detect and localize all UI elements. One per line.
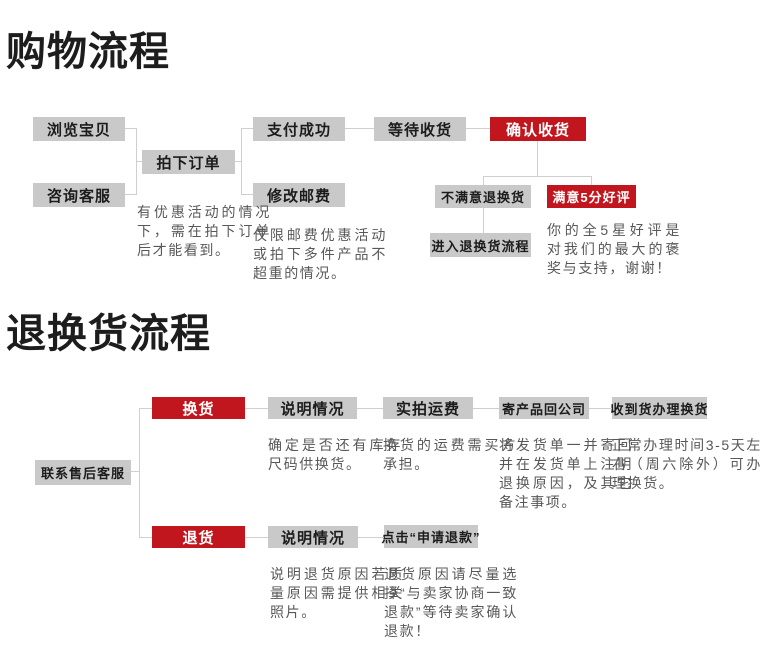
connector-line	[245, 537, 268, 538]
connector-line	[345, 128, 374, 129]
step-satisfied-praise: 满意5分好评	[547, 185, 636, 208]
step-apply-refund: 点击“申请退款”	[382, 525, 480, 548]
connector-line	[466, 128, 490, 129]
connector-line	[357, 408, 383, 409]
connector-line	[136, 161, 142, 162]
connector-line	[591, 176, 592, 185]
step-shipping-fee: 实拍运费	[383, 397, 473, 419]
step-place-order: 拍下订单	[142, 150, 235, 174]
connector-line	[358, 537, 384, 538]
connector-line	[483, 208, 484, 233]
step-payment-success: 支付成功	[253, 117, 345, 141]
connector-line	[473, 408, 499, 409]
step-return-goods: 退货	[152, 526, 245, 548]
connector-line	[123, 471, 139, 472]
step-wait-delivery: 等待收货	[374, 117, 466, 141]
step-enter-return-flow: 进入退换货流程	[430, 233, 531, 257]
shopping-flow-title: 购物流程	[6, 30, 170, 74]
connector-line	[483, 176, 484, 185]
connector-line	[483, 176, 592, 177]
step-consult-service: 咨询客服	[33, 183, 125, 207]
connector-line	[125, 128, 137, 129]
connector-line	[139, 408, 140, 538]
connector-line	[139, 408, 152, 409]
step-send-back: 寄产品回公司	[499, 397, 589, 419]
note-return-reason-photo: 说明退货原因若质量原因需提供相关照片。	[270, 566, 404, 620]
connector-line	[125, 194, 137, 195]
connector-line	[235, 161, 242, 162]
connector-line	[537, 141, 538, 176]
note-stock-check: 确定是否还有库存尺码供换货。	[268, 437, 402, 472]
connector-line	[589, 408, 612, 409]
step-modify-postage: 修改邮费	[253, 183, 345, 207]
connector-line	[139, 537, 152, 538]
step-explain-return: 说明情况	[268, 526, 358, 548]
note-five-star-praise: 你的全5星好评是对我们的最大的褒奖与支持，谢谢！	[547, 222, 681, 276]
note-buyer-pays-shipping: 换货的运费需买方承担。	[383, 437, 517, 472]
step-exchange: 换货	[152, 397, 245, 419]
step-receive-handle: 收到货办理换货	[611, 397, 708, 419]
step-unsatisfied-return: 不满意退换货	[435, 185, 531, 208]
step-contact-aftersales: 联系售后客服	[35, 460, 131, 485]
note-processing-time: 正常办理时间3-5天左右（周六除外）可办理换货。	[612, 437, 762, 491]
connector-line	[241, 128, 253, 129]
note-send-back-detail: 将发货单一并寄回并在发货单上注明退换原因，及其它备注事项。	[499, 437, 633, 510]
connector-line	[241, 128, 242, 195]
note-refund-option: 退货原因请尽量选择“与卖家协商一致退款”等待卖家确认退款！	[384, 566, 518, 639]
note-postage-limit: 仅限邮费优惠活动或拍下多件产品不超重的情况。	[253, 227, 387, 281]
step-browse-items: 浏览宝贝	[33, 117, 125, 141]
connector-line	[245, 408, 268, 409]
step-confirm-receipt: 确认收货	[490, 117, 586, 141]
note-order-discount: 有优惠活动的情况下，需在拍下订单后才能看到。	[137, 204, 271, 258]
connector-line	[241, 194, 253, 195]
step-explain-exchange: 说明情况	[268, 397, 357, 419]
return-flow-title: 退换货流程	[6, 312, 211, 356]
